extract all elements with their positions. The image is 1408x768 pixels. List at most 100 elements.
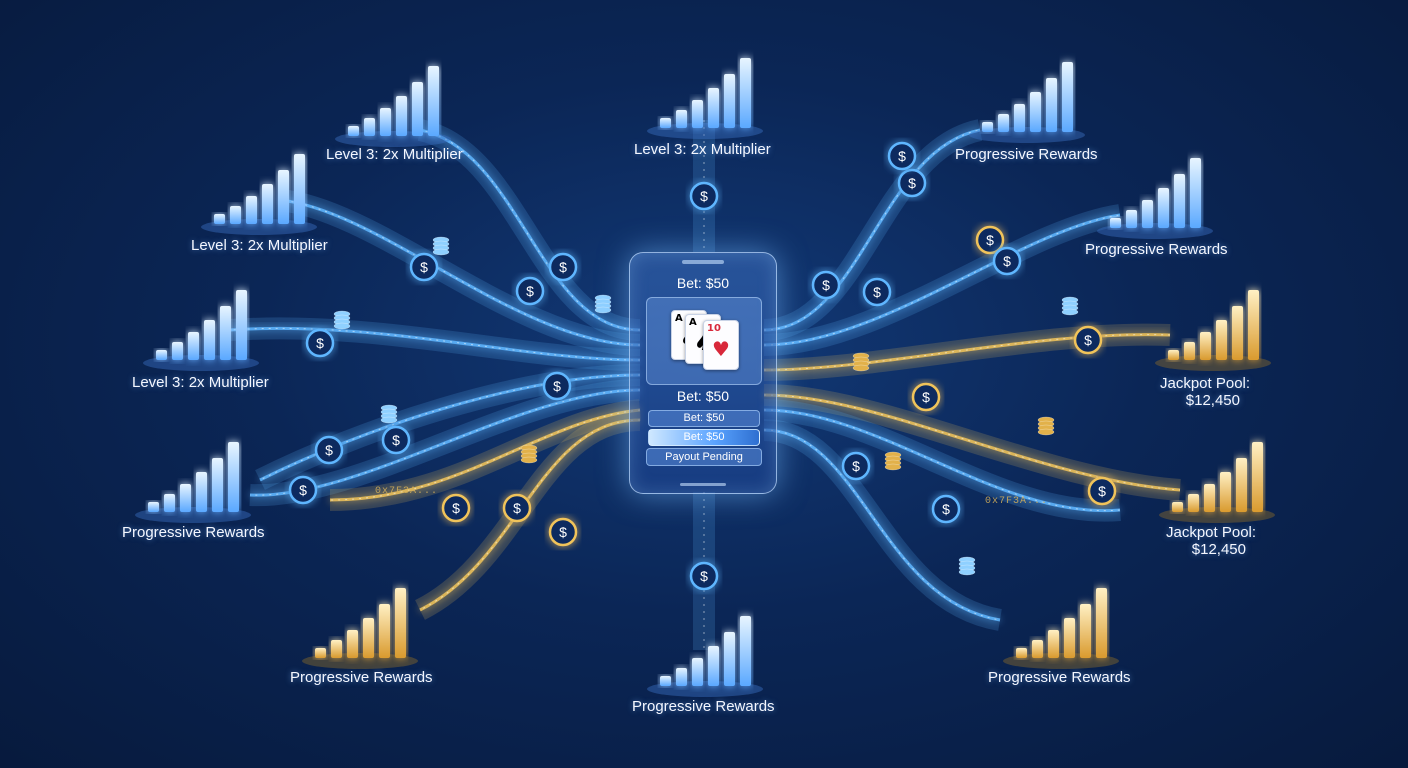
bar-icon-column [1190, 158, 1201, 228]
coin-icon [887, 141, 917, 171]
bar-icon-column [1126, 210, 1137, 228]
coin-stack-icon [852, 364, 870, 372]
hex-code-left: 0x7F3A... [375, 486, 439, 497]
bar-icon-column [246, 196, 257, 224]
coin-icon [689, 181, 719, 211]
coin-icon [975, 225, 1005, 255]
bar-icon-column [180, 484, 191, 512]
bar-icon-column [1220, 472, 1231, 512]
bar-icon-column [164, 494, 175, 512]
hex-code-right: 0x7F3A... [985, 496, 1049, 507]
coin-stack-icon [594, 306, 612, 314]
coin-icon [381, 425, 411, 455]
coin-icon [548, 517, 578, 547]
jackpot-title: Jackpot Pool: [1166, 524, 1257, 541]
bar-icon-column [196, 472, 207, 512]
bar-icon-column [428, 66, 439, 136]
coin-icon [1087, 476, 1117, 506]
coin-icon [911, 382, 941, 412]
bar-icon-column [228, 442, 239, 512]
coin-stack-icon [520, 456, 538, 464]
dollar-icon: $ [1084, 332, 1092, 348]
coin-icon [931, 494, 961, 524]
bar-icon-column [740, 58, 751, 128]
bar-icon-column [236, 290, 247, 360]
dollar-icon: $ [822, 277, 830, 293]
card-rank: A [675, 313, 683, 324]
dollar-icon: $ [325, 442, 333, 458]
label-level3-top-left: Level 3: 2x Multiplier [326, 146, 463, 163]
phone-device: Bet: $50 A ♠ A ♠ 10 ♥ Bet: $50 Bet: $50 … [629, 252, 777, 494]
dollar-icon: $ [420, 259, 428, 275]
bar-icon-column [1096, 588, 1107, 658]
jackpot-amount: $12,450 [1191, 541, 1246, 558]
bar-icon-column [1188, 494, 1199, 512]
bar-icon-column [1016, 648, 1027, 658]
payout-pending-status: Payout Pending [646, 448, 762, 466]
bar-icon-column [172, 342, 183, 360]
bar-icon-column [294, 154, 305, 224]
bar-icon-column [676, 110, 687, 128]
label-level3-top-center: Level 3: 2x Multiplier [634, 141, 771, 158]
phone-home-bar [680, 483, 726, 486]
bar-icon-column [1110, 218, 1121, 228]
label-progressive-mid-right: Progressive Rewards [1085, 241, 1228, 258]
bar-icon-column [1048, 630, 1059, 658]
flow-stream-data [279, 199, 641, 346]
dollar-icon: $ [873, 284, 881, 300]
coin-icon [288, 475, 318, 505]
dollar-icon: $ [1098, 483, 1106, 499]
bar-icon-column [676, 668, 687, 686]
label-jackpot-right-1: Jackpot Pool: $12,450 [1160, 375, 1250, 409]
bar-icon-column [204, 320, 215, 360]
flow-stream-data [763, 394, 1181, 491]
bar-icon-column [1014, 104, 1025, 132]
bar-icon-column [708, 88, 719, 128]
bar-icon-column [262, 184, 273, 224]
coin-icon [992, 246, 1022, 276]
bar-icon-column [220, 306, 231, 360]
coin-stack-icon [432, 248, 450, 256]
bar-icon-column [363, 618, 374, 658]
jackpot-amount: $12,450 [1185, 392, 1240, 409]
bar-icon-column [982, 122, 993, 132]
coin-icon [897, 168, 927, 198]
bar-icon-column [1252, 442, 1263, 512]
flow-stream-line [763, 408, 1121, 513]
dollar-icon: $ [700, 188, 708, 204]
label-progressive-left: Progressive Rewards [122, 524, 265, 541]
playing-card-ten-hearts: 10 ♥ [703, 320, 739, 370]
flow-stream-data [763, 334, 1171, 371]
coin-icon [1073, 325, 1103, 355]
bar-icon-column [1080, 604, 1091, 658]
bar-icon-column [278, 170, 289, 224]
bar-icon-column [1184, 342, 1195, 360]
dollar-icon: $ [392, 432, 400, 448]
bar-icon-column [188, 332, 199, 360]
dollar-icon: $ [898, 148, 906, 164]
coin-stack-icon [380, 416, 398, 424]
dollar-icon: $ [316, 335, 324, 351]
bar-icon-column [364, 118, 375, 136]
dollar-icon: $ [908, 175, 916, 191]
bar-icon-column [412, 82, 423, 136]
dollar-icon: $ [1003, 253, 1011, 269]
bar-icon-column [1236, 458, 1247, 512]
dollar-icon: $ [513, 500, 521, 516]
bar-icon-column [708, 646, 719, 686]
bar-icon-column [379, 604, 390, 658]
label-progressive-bottom-center: Progressive Rewards [632, 698, 775, 715]
bar-icon-column [1216, 320, 1227, 360]
bar-icon-column [396, 96, 407, 136]
bar-icon-column [660, 118, 671, 128]
bar-icon-column [148, 502, 159, 512]
dollar-icon: $ [986, 232, 994, 248]
dollar-icon: $ [852, 458, 860, 474]
bar-icon-column [1158, 188, 1169, 228]
coin-icon [811, 270, 841, 300]
bar-icon-column [1032, 640, 1043, 658]
bar-icon-column [1172, 502, 1183, 512]
coin-icon [441, 493, 471, 523]
label-jackpot-right-2: Jackpot Pool: $12,450 [1166, 524, 1257, 558]
